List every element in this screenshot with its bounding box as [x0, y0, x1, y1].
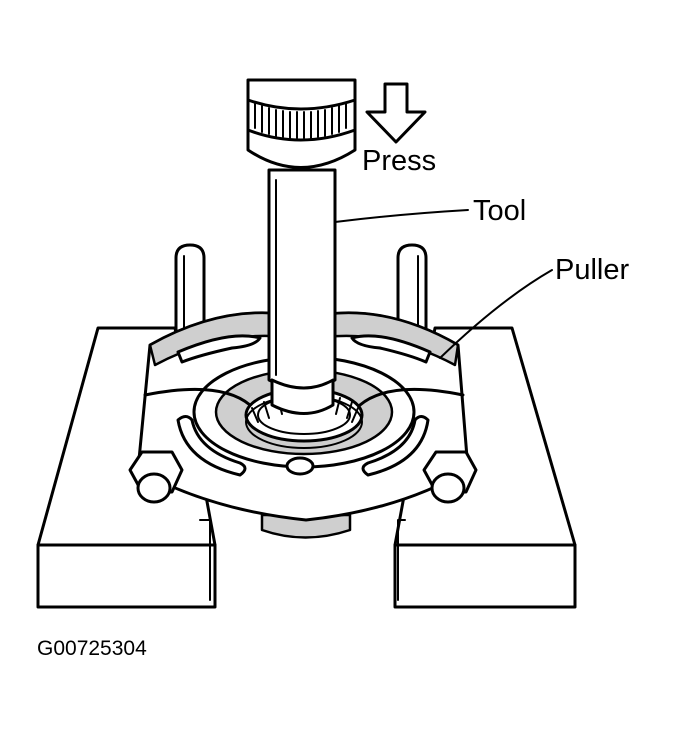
- figure-code: G00725304: [37, 637, 147, 660]
- tool-leader-line: [334, 209, 469, 223]
- puller-rod-left: [174, 243, 206, 347]
- bolt-right: [422, 450, 478, 504]
- puller-label: Puller: [555, 254, 629, 286]
- press-tool: [246, 78, 357, 415]
- down-arrow-icon: [365, 82, 427, 144]
- puller-leader-line: [439, 269, 553, 359]
- bolt-left: [128, 450, 184, 504]
- press-label: Press: [362, 145, 436, 177]
- tool-label: Tool: [473, 195, 526, 227]
- lower-shaft: [260, 513, 352, 539]
